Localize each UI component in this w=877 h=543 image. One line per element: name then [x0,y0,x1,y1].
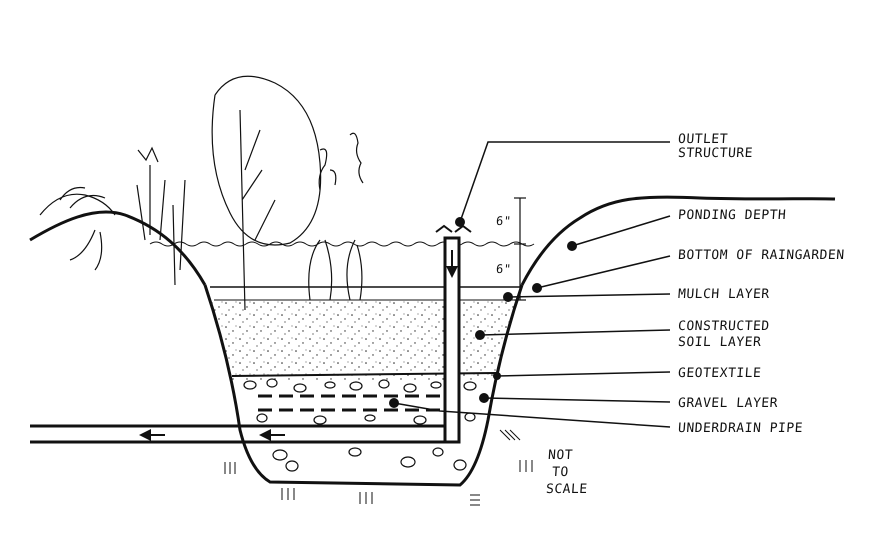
ground-surface-line [29,210,207,286]
label-mulch-layer: MULCH LAYER [677,287,771,302]
ponding-water-line [149,241,535,247]
basin-outline [203,284,524,487]
underdrain-pipe [30,424,455,444]
label-constructed-soil-2: SOIL LAYER [677,335,762,350]
label-bottom-of-raingarden: BOTTOM OF RAINGARDEN [677,248,846,263]
depth-dimension [514,197,526,301]
outlet-cap [435,224,472,233]
label-not-to-scale-3: SCALE [545,482,589,497]
plant-sketches [39,75,364,311]
label-outlet-structure-2: STRUCTURE [677,146,754,161]
leader-lines [393,141,671,428]
label-underdrain-pipe: UNDERDRAIN PIPE [677,421,804,436]
leader-bottom [536,255,671,289]
label-constructed-soil-1: CONSTRUCTED [677,319,771,334]
constructed-soil-fill [205,300,522,380]
native-soil-hatch [224,429,533,506]
leader-dots [389,217,577,408]
leader-outlet [459,141,670,223]
leader-ponding [571,215,671,247]
dimension-upper: 6" [495,214,512,228]
perforated-pipe [258,394,445,412]
leader-mulch [507,293,671,298]
outlet-standpipe [443,236,461,444]
label-geotextile: GEOTEXTILE [677,366,762,381]
leader-geotextile [496,371,671,377]
dimension-lower: 6" [495,262,512,276]
ground-surface-right-line [520,195,836,286]
label-outlet-structure-1: OUTLET [677,132,729,147]
leader-underdrain [393,402,671,428]
leader-gravel [483,397,671,403]
label-not-to-scale-2: TO [551,465,570,480]
label-not-to-scale-1: NOT [547,448,574,463]
label-ponding-depth: PONDING DEPTH [677,208,787,223]
label-gravel-layer: GRAVEL LAYER [677,396,779,411]
gravel-stones [243,378,477,472]
leader-soil [479,329,671,336]
